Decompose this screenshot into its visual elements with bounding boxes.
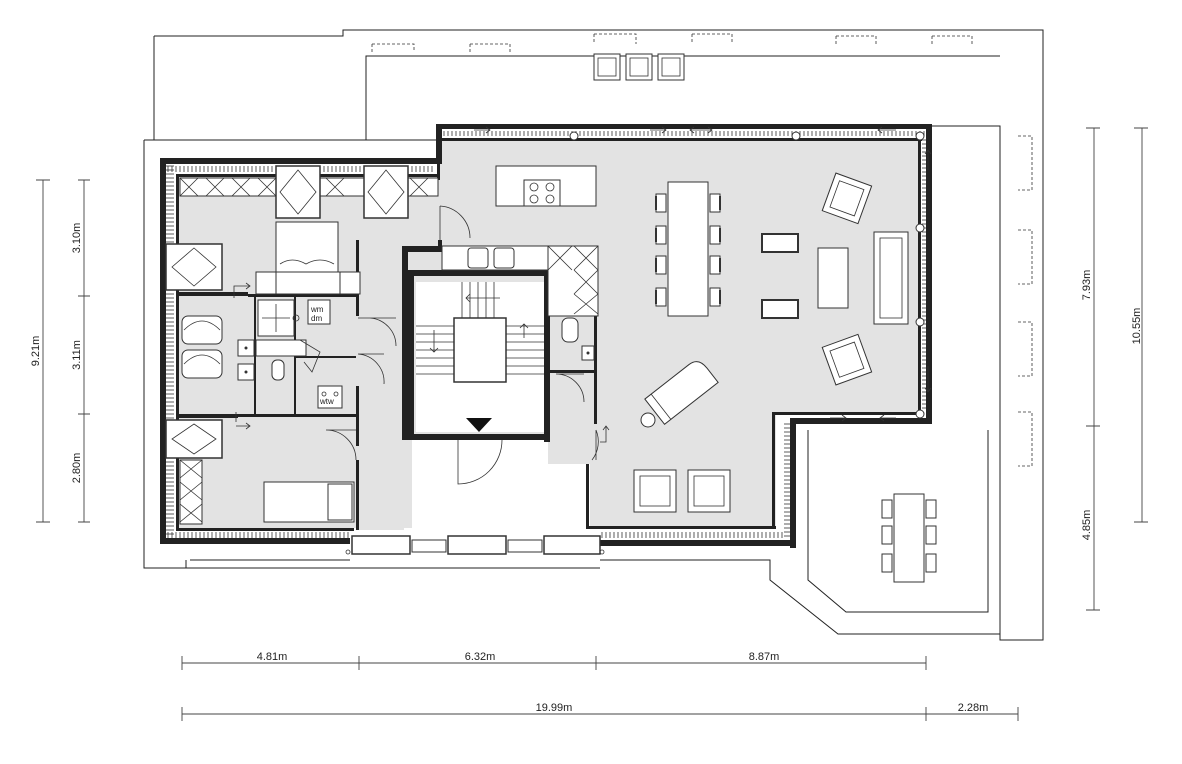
top-windows [474,126,932,422]
dimension-lines [36,127,1148,721]
bedroom-top [165,165,471,298]
bathroom: wm dm wtw [181,299,397,409]
roof-windows [371,33,1033,467]
dim-right-2: 4.85m [1081,510,1093,541]
kitchen [441,165,599,317]
bedroom-bottom [165,412,357,525]
bottom-windows [345,535,605,555]
dining-table [655,181,721,317]
dim-left-1: 3.10m [71,223,83,254]
toilet-room [555,317,610,461]
staircase [416,282,544,485]
dimension-labels: 4.81m 6.32m 8.87m 19.99m 2.28m 9.21m 3.1… [30,223,1143,714]
dryer-label: dm [311,314,322,323]
site-outline [143,29,1044,641]
heat-label: wtw [319,397,334,406]
dim-right-1: 7.93m [1081,270,1093,301]
dim-left-3: 2.80m [71,453,83,484]
dim-bottom-3: 8.87m [749,651,780,663]
dim-left-2: 3.11m [71,340,83,370]
walls [160,124,932,548]
outdoor-chairs-top [593,53,685,81]
dim-total: 19.99m [536,702,573,714]
dim-bottom-1: 4.81m [257,651,288,663]
dim-left-outer: 9.21m [30,336,42,367]
dim-right-outer: 10.55m [1131,308,1143,345]
terrace-dining [881,493,937,583]
dim-terrace: 2.28m [958,702,989,714]
lounge [633,172,909,513]
washer-label: wm [310,305,324,314]
dim-bottom-2: 6.32m [465,651,496,663]
